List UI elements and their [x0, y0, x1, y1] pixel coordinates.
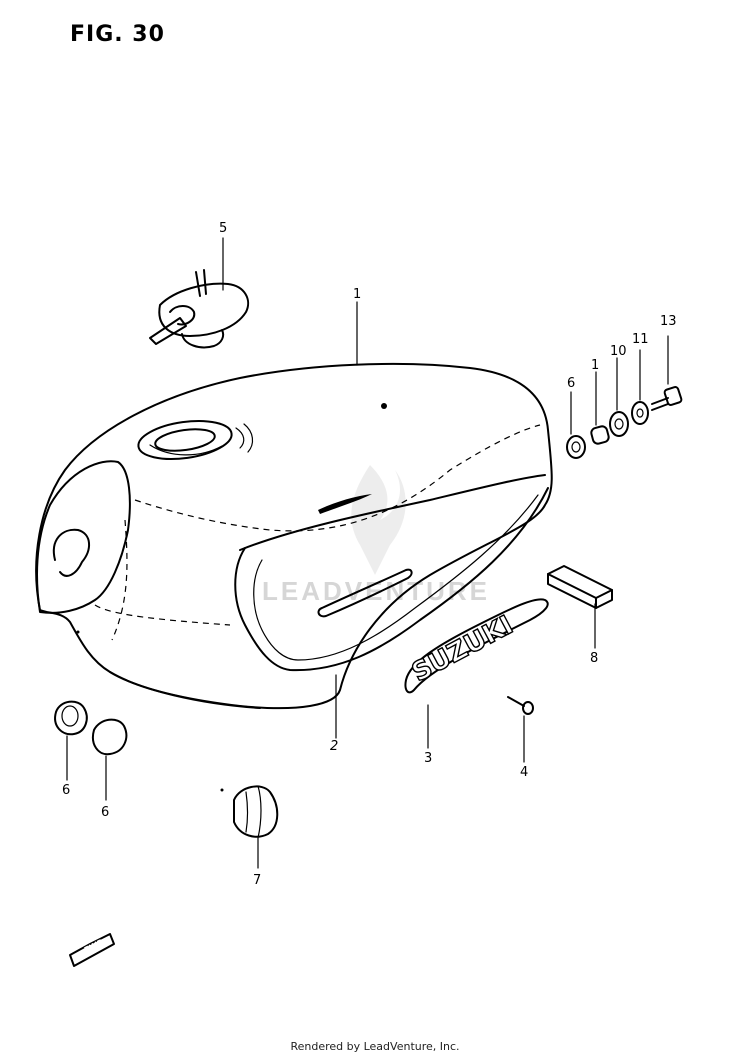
fuel-cap [149, 269, 250, 349]
direction-arrow-text: FWD [83, 937, 106, 955]
watermark: LEADVENTURE [262, 576, 491, 606]
callout-3: 3 [424, 751, 433, 766]
figure-title: FIG. 30 [70, 22, 165, 47]
callout-8: 8 [590, 651, 599, 666]
grommet-6b [92, 718, 128, 756]
screw [507, 696, 534, 715]
callout-11: 11 [632, 332, 649, 347]
emblem-suzuki: SUZUKI [404, 598, 549, 694]
callout-2: 2 [330, 739, 339, 754]
callout-4: 4 [520, 765, 529, 780]
callout-6b: 6 [101, 805, 110, 820]
callout-10: 10 [610, 344, 627, 359]
footer-credit: Rendered by LeadVenture, Inc. [290, 1040, 460, 1053]
callout-1: 1 [353, 287, 362, 302]
watermark-logo [351, 465, 406, 575]
callout-5: 5 [219, 221, 228, 236]
cushion [233, 785, 279, 839]
pad [547, 565, 613, 609]
grommet-6a [54, 700, 88, 736]
callout-6a: 6 [62, 783, 71, 798]
emblem-text: SUZUKI [407, 610, 518, 688]
mounting-hardware [566, 386, 683, 459]
callout-13: 13 [660, 314, 677, 329]
fuel-tank [35, 362, 553, 710]
callout-10b: 1 [591, 358, 600, 373]
callout-7: 7 [253, 873, 262, 888]
direction-arrow: FWD [69, 933, 115, 967]
leader-lines [66, 237, 669, 869]
callout-9: 9 [567, 373, 576, 388]
